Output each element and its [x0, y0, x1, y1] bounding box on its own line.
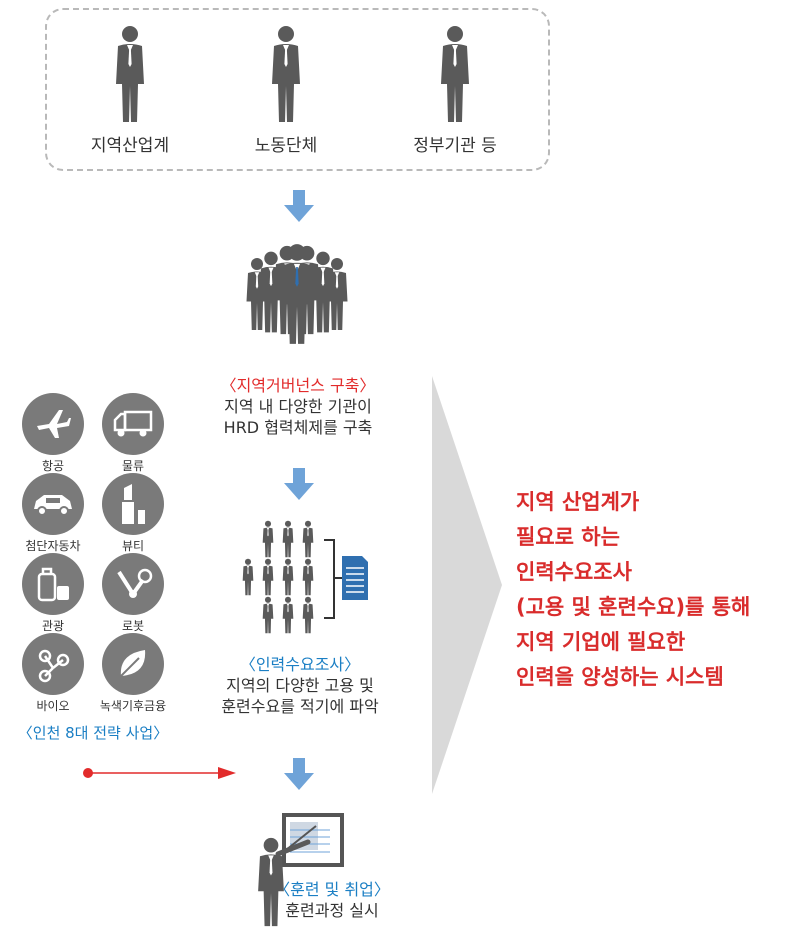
chevron-shape [432, 376, 502, 794]
stakeholder-label-industry: 지역산업계 [90, 136, 170, 156]
down-arrow-icon [282, 758, 316, 792]
governance-caption: 〈지역거버넌스 구축〉 지역 내 다양한 기관이 HRD 협력체제를 구축 [178, 375, 418, 438]
leaf-icon [102, 633, 164, 695]
governance-title: 〈지역거버넌스 구축〉 [220, 376, 376, 395]
luggage-icon [22, 553, 84, 615]
industry-label: 물류 [121, 459, 145, 473]
result-line-5: 지역 기업에 필요한 [516, 630, 686, 654]
industry-item-green-finance [102, 633, 164, 695]
result-line-6: 인력을 양성하는 시스템 [516, 665, 724, 689]
industry-item-aviation [22, 393, 84, 455]
survey-line-2: 훈련수요를 적기에 파악 [221, 697, 379, 716]
industry-item-tourism [22, 553, 84, 615]
robot-arm-icon [102, 553, 164, 615]
trainer-icon [246, 813, 344, 928]
airplane-icon [22, 393, 84, 455]
industry-item-beauty [102, 473, 164, 535]
industry-label: 항공 [41, 459, 65, 473]
survey-caption: 〈인력수요조사〉 지역의 다양한 고용 및 훈련수요를 적기에 파악 [180, 654, 420, 717]
industry-label: 관광 [41, 619, 65, 633]
industry-item-logistics [102, 393, 164, 455]
industry-label: 바이오 [36, 699, 70, 713]
down-arrow-icon [282, 190, 316, 224]
truck-icon [102, 393, 164, 455]
governance-line-2: HRD 협력체제를 구축 [223, 418, 373, 437]
industry-label: 녹색기후금융 [99, 699, 167, 713]
result-line-2: 필요로 하는 [516, 525, 620, 549]
industry-item-robotics [102, 553, 164, 615]
industry-label: 첨단자동차 [25, 539, 81, 553]
governance-line-1: 지역 내 다양한 기관이 [224, 397, 372, 416]
industry-label: 로봇 [121, 619, 145, 633]
survey-title: 〈인력수요조사〉 [239, 655, 361, 674]
training-line-1: 훈련과정 실시 [285, 901, 379, 920]
result-line-4: (고용 및 훈련수요)를 통해 [516, 595, 751, 619]
person-icon [110, 24, 150, 124]
survey-line-1: 지역의 다양한 고용 및 [226, 676, 374, 695]
stakeholder-group [45, 8, 550, 171]
strategy-title: 〈인천 8대 전략 사업〉 [17, 724, 169, 742]
down-arrow-icon [282, 468, 316, 502]
lipstick-icon [102, 473, 164, 535]
industry-item-bio [22, 633, 84, 695]
crowd-icon [242, 242, 352, 346]
stakeholder-label-government: 정부기관 등 [413, 136, 497, 156]
person-icon [266, 24, 306, 124]
car-icon [22, 473, 84, 535]
industry-label: 뷰티 [121, 539, 145, 553]
survey-group-icon [238, 520, 368, 638]
red-connector-arrow [83, 767, 236, 779]
result-line-3: 인력수요조사 [516, 560, 632, 584]
training-title: 〈훈련 및 취업〉 [274, 880, 390, 899]
training-caption: 〈훈련 및 취업〉 훈련과정 실시 [232, 879, 432, 921]
result-line-1: 지역 산업계가 [516, 490, 640, 514]
molecule-icon [22, 633, 84, 695]
industry-item-automotive [22, 473, 84, 535]
person-icon [435, 24, 475, 124]
result-text: 지역 산업계가 필요로 하는 인력수요조사 (고용 및 훈련수요)를 통해 지역… [516, 486, 750, 696]
stakeholder-label-labor: 노동단체 [254, 136, 318, 156]
